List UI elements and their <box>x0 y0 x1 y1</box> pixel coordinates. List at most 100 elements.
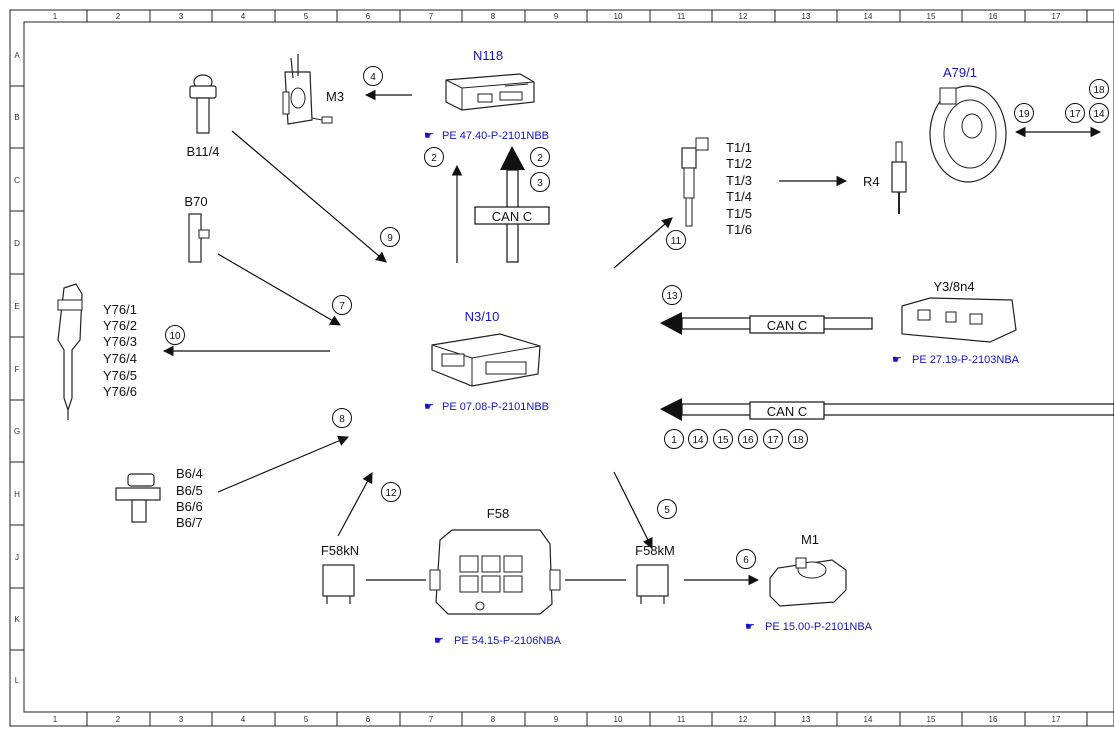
signal-marker[interactable]: 10 <box>165 325 185 345</box>
col-label: 8 <box>491 12 496 21</box>
col-label: 2 <box>116 715 121 724</box>
col-label: 7 <box>429 715 434 724</box>
m1-reference[interactable]: ☛ PE 15.00-P-2101NBA <box>745 621 873 633</box>
can-bus-lower[interactable]: CAN C <box>660 398 1114 421</box>
r4-glow-plug[interactable]: R4 <box>863 141 907 214</box>
f58km-relay[interactable]: F58kM <box>635 543 675 604</box>
signal-marker[interactable]: 1 <box>664 429 684 449</box>
signal-marker[interactable]: 2 <box>530 147 550 167</box>
signal-markers: 4 2 2 3 9 7 10 8 12 11 13 5 6 19 17 14 1… <box>165 66 1109 569</box>
t1-ignition-coil[interactable] <box>681 137 709 227</box>
b6-label: B6/7 <box>176 515 203 530</box>
signal-number: 4 <box>370 72 376 83</box>
y76-label: Y76/6 <box>103 384 137 399</box>
b70-sensor[interactable]: B70 <box>184 194 210 263</box>
n118-ref-link: PE 47.40-P-2101NBB <box>442 130 549 142</box>
col-label: 15 <box>927 12 936 21</box>
n3-10-reference[interactable]: ☛ PE 07.08-P-2101NBB <box>424 401 549 413</box>
a79-1-starter-alternator[interactable]: A79/1 <box>929 65 1007 183</box>
t1-label: T1/5 <box>726 206 752 221</box>
signal-marker[interactable]: 17 <box>763 429 783 449</box>
col-label: 11 <box>677 12 686 21</box>
col-label: 16 <box>989 12 998 21</box>
col-label: 17 <box>1052 12 1061 21</box>
signal-marker[interactable]: 14 <box>1089 103 1109 123</box>
hand-pointer-icon: ☛ <box>892 354 902 366</box>
col-label: 9 <box>554 12 559 21</box>
n3-10-ref-link: PE 07.08-P-2101NBB <box>442 401 549 413</box>
signal-marker[interactable]: 16 <box>738 429 758 449</box>
n118-control-unit[interactable]: N118 <box>445 48 535 111</box>
signal-marker[interactable]: 17 <box>1065 103 1085 123</box>
signal-marker[interactable]: 15 <box>713 429 733 449</box>
can-bus-n118[interactable]: CAN C <box>474 146 550 263</box>
row-label: L <box>15 676 20 685</box>
y3-8n4-control-unit[interactable]: Y3/8n4 <box>901 279 1017 343</box>
y76-label: Y76/2 <box>103 318 137 333</box>
b6-camshaft-sensor[interactable] <box>115 473 161 523</box>
arrow-f58kn-to-n3-10 <box>337 472 373 537</box>
b70-label: B70 <box>184 194 207 209</box>
y76-labels: Y76/1 Y76/2 Y76/3 Y76/4 Y76/5 Y76/6 <box>103 302 137 399</box>
col-label: 6 <box>366 715 371 724</box>
f58-ref-link: PE 54.15-P-2106NBA <box>454 635 562 647</box>
arrow-n3-10-to-f58km <box>613 471 653 549</box>
arrow-to-t1 <box>613 217 673 269</box>
can-bus-label: CAN C <box>767 404 807 419</box>
t1-label: T1/2 <box>726 156 752 171</box>
col-label: 12 <box>739 715 748 724</box>
signal-marker[interactable]: 4 <box>363 66 383 86</box>
signal-marker[interactable]: 13 <box>662 285 682 305</box>
n3-10-control-unit[interactable]: N3/10 <box>431 309 541 387</box>
signal-marker[interactable]: 9 <box>380 227 400 247</box>
col-label: 14 <box>864 715 873 724</box>
signal-marker[interactable]: 18 <box>1089 79 1109 99</box>
row-label: D <box>14 239 20 248</box>
f58-reference[interactable]: ☛ PE 54.15-P-2106NBA <box>434 635 562 647</box>
signal-lines <box>162 89 1102 586</box>
y3-8n4-reference[interactable]: ☛ PE 27.19-P-2103NBA <box>892 354 1020 366</box>
signal-marker[interactable]: 2 <box>424 147 444 167</box>
m1-ref-link: PE 15.00-P-2101NBA <box>765 621 873 633</box>
m3-fuel-pump[interactable]: M3 <box>282 54 344 125</box>
signal-number: 3 <box>537 178 543 189</box>
can-bus-label: CAN C <box>767 318 807 333</box>
col-label: 9 <box>554 715 559 724</box>
signal-marker[interactable]: 18 <box>788 429 808 449</box>
col-label: 1 <box>53 715 58 724</box>
signal-marker[interactable]: 6 <box>736 549 756 569</box>
arrow-b70-to-n3-10 <box>217 253 341 326</box>
signal-number: 5 <box>664 505 670 516</box>
can-arrow-head-left <box>660 398 682 421</box>
col-label: 15 <box>927 715 936 724</box>
n3-10-label: N3/10 <box>465 309 500 324</box>
f58-fuse-box[interactable]: F58 <box>429 506 561 615</box>
m1-starter[interactable]: M1 <box>769 532 847 607</box>
signal-marker[interactable]: 7 <box>332 295 352 315</box>
signal-number: 17 <box>767 435 779 446</box>
col-label: 5 <box>304 715 309 724</box>
b11-4-label: B11/4 <box>186 144 219 159</box>
signal-marker[interactable]: 11 <box>666 230 686 250</box>
row-label: H <box>14 490 20 499</box>
can-bus-y3-8n4[interactable]: CAN C <box>660 312 873 335</box>
signal-number: 18 <box>792 435 804 446</box>
signal-marker[interactable]: 14 <box>688 429 708 449</box>
signal-marker[interactable]: 12 <box>381 482 401 502</box>
signal-number: 14 <box>692 435 704 446</box>
f58kn-relay[interactable]: F58kN <box>321 543 359 604</box>
r4-label: R4 <box>863 174 880 189</box>
signal-marker[interactable]: 19 <box>1014 103 1034 123</box>
signal-marker[interactable]: 5 <box>657 499 677 519</box>
signal-number: 12 <box>385 488 397 499</box>
y76-injector[interactable] <box>57 283 83 420</box>
signal-marker[interactable]: 3 <box>530 172 550 192</box>
b11-4-sensor[interactable]: B11/4 <box>186 74 220 159</box>
y3-8n4-label: Y3/8n4 <box>933 279 974 294</box>
signal-marker[interactable]: 8 <box>332 408 352 428</box>
n118-reference[interactable]: ☛ PE 47.40-P-2101NBB <box>424 130 549 142</box>
signal-number: 19 <box>1018 109 1030 120</box>
col-label: 1 <box>53 12 58 21</box>
